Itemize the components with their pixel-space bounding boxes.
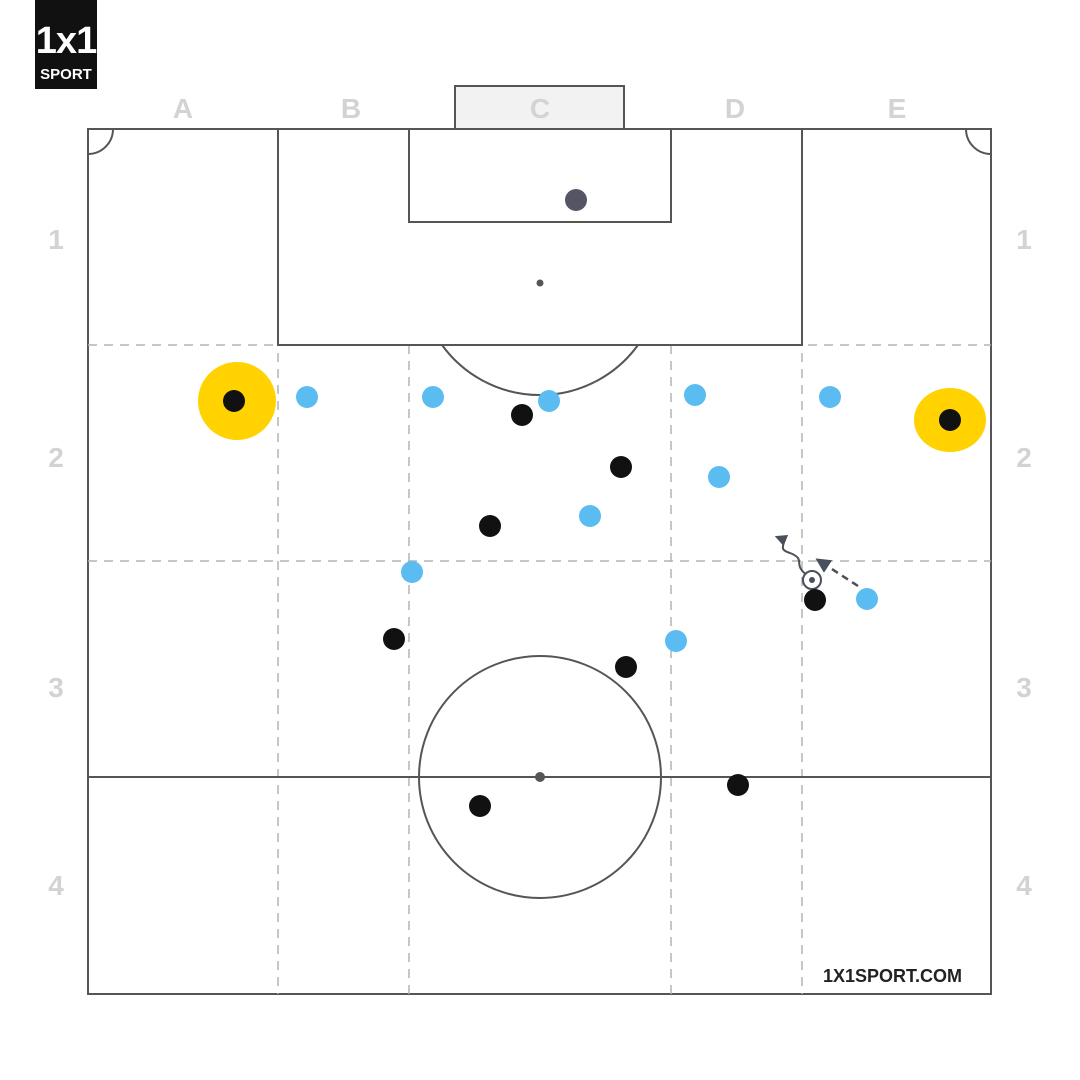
goalkeeper: [565, 189, 587, 211]
row-labels-right: 1 2 3 4: [1016, 224, 1032, 901]
row-label-3-left: 3: [48, 672, 64, 703]
black-team: [223, 390, 961, 817]
blue-player: [422, 386, 444, 408]
black-player-highlighted: [939, 409, 961, 431]
black-player: [727, 774, 749, 796]
black-player-highlighted: [223, 390, 245, 412]
zone-grid: [88, 129, 991, 994]
run-arrow-icon: [815, 558, 859, 588]
row-label-1-left: 1: [48, 224, 64, 255]
column-label-c: C: [530, 93, 550, 124]
blue-player: [296, 386, 318, 408]
row-label-3-right: 3: [1016, 672, 1032, 703]
blue-player: [579, 505, 601, 527]
blue-player: [538, 390, 560, 412]
black-player: [610, 456, 632, 478]
blue-player: [708, 466, 730, 488]
blue-player: [401, 561, 423, 583]
goal-area: [408, 128, 672, 223]
ball-pattern: [809, 577, 815, 583]
logo-mark: 1x1: [35, 20, 97, 62]
black-player: [383, 628, 405, 650]
row-label-4-left: 4: [48, 870, 64, 901]
column-label-a: A: [173, 93, 193, 124]
row-label-1-right: 1: [1016, 224, 1032, 255]
blue-player: [665, 630, 687, 652]
dribble-arrow-icon: [774, 535, 811, 578]
corner-arc-left: [87, 128, 114, 155]
corner-arc-right: [965, 128, 992, 155]
black-player: [615, 656, 637, 678]
penalty-area: [277, 128, 803, 346]
goal: [454, 85, 625, 130]
column-label-b: B: [341, 93, 361, 124]
site-url: 1X1SPORT.COM: [823, 966, 962, 986]
black-player: [479, 515, 501, 537]
black-player: [469, 795, 491, 817]
penalty-spot: [536, 279, 544, 287]
column-labels: A B C D E: [173, 93, 906, 124]
blue-player: [684, 384, 706, 406]
center-spot: [535, 772, 545, 782]
brand-logo: 1x1 SPORT: [35, 0, 97, 89]
penalty-arc: [441, 344, 639, 396]
blue-player: [819, 386, 841, 408]
logo-word: SPORT: [40, 66, 92, 83]
row-labels-left: 1 2 3 4: [48, 224, 64, 901]
center-circle: [418, 655, 662, 899]
column-label-e: E: [888, 93, 907, 124]
blue-player: [856, 588, 878, 610]
black-player: [804, 589, 826, 611]
row-label-2-left: 2: [48, 442, 64, 473]
blue-team: [296, 384, 878, 652]
row-label-4-right: 4: [1016, 870, 1032, 901]
row-label-2-right: 2: [1016, 442, 1032, 473]
column-label-d: D: [725, 93, 745, 124]
black-player: [511, 404, 533, 426]
